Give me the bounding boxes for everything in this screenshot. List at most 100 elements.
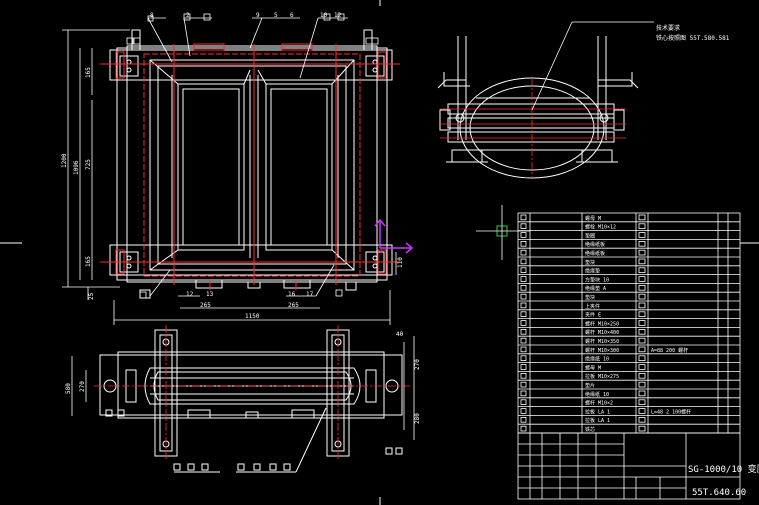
parts-list-item-name: 方垫块 10	[585, 276, 609, 283]
parts-list-item-name: 绝缘垫	[585, 268, 600, 275]
parts-list-row-marker	[520, 425, 527, 432]
parts-list-item-name: 螺母 M	[585, 364, 601, 371]
side-view-red	[440, 78, 626, 178]
parts-list-qty-box	[638, 302, 646, 309]
parts-list-qty-box	[638, 346, 646, 353]
dim-plan-right-upper: 270	[414, 359, 421, 370]
parts-list-row-marker	[520, 399, 527, 405]
parts-list-note: L=48 2 100螺杆	[651, 408, 691, 415]
dim-upper-span: 165	[85, 67, 92, 78]
title-block-name: SG-1000/10 变压器	[688, 463, 759, 475]
dim-bottom-span: 1150	[245, 313, 260, 320]
parts-list-item-name: 螺杆 M10×300	[585, 347, 619, 354]
callout-b-16: 16	[288, 291, 296, 298]
parts-list-row-marker	[520, 337, 527, 344]
parts-list-item-name: 垫圈	[585, 232, 595, 239]
dim-right-side: 110	[397, 257, 404, 268]
front-view-callout-text: 8 2 9 5 6 10 12 12 13 16 17	[150, 12, 342, 298]
parts-list-qty-box	[638, 320, 646, 326]
title-block	[517, 432, 741, 500]
callout-12: 12	[334, 12, 342, 19]
callout-9: 9	[256, 12, 260, 19]
parts-list-item-name: 绝缘纸 10	[585, 356, 609, 363]
parts-list-item-name: 垫块	[585, 259, 595, 266]
parts-list-qty-box	[638, 232, 646, 238]
parts-list-qty-box	[638, 355, 646, 361]
parts-list-item-name: 拉板 LA 1	[585, 417, 610, 424]
parts-list-item-name: 夹件 E	[585, 312, 601, 319]
parts-list-row-marker	[520, 364, 527, 370]
plan-view-dimension-text: 580 270 270 280 40	[65, 331, 421, 424]
dim-height-total: 1200	[61, 153, 68, 168]
dim-height-2: 725	[85, 159, 92, 170]
parts-list-item-name: 螺杆 M10×400	[585, 329, 619, 336]
callout-2: 2	[186, 12, 190, 19]
note-line-2: 铁心按照图 55T.580.581	[656, 34, 730, 42]
front-view	[109, 29, 393, 299]
parts-list-row-marker	[520, 214, 527, 221]
parts-list-item-name: 螺杆 M10×2	[585, 400, 613, 407]
dim-plan-right-lower: 280	[414, 413, 421, 424]
parts-list-qty-box	[638, 276, 646, 282]
parts-list-qty-box	[638, 425, 646, 432]
parts-list-qty-box	[638, 267, 646, 273]
front-view-centerlines	[100, 43, 400, 290]
parts-list-qty-box	[638, 328, 646, 335]
side-view-leader	[531, 21, 654, 111]
parts-list-qty-box	[638, 408, 646, 414]
parts-list-row-marker	[520, 267, 527, 273]
technical-notes: 技术要求 铁心按照图 55T.580.581	[656, 24, 730, 42]
parts-list-qty-box	[638, 337, 646, 344]
parts-list-row-marker	[520, 284, 527, 291]
parts-list-qty-box	[638, 214, 646, 221]
parts-list-row-marker	[520, 408, 527, 414]
parts-list-item-name: 垫片	[585, 382, 595, 389]
parts-list-item-name: 螺杆 M10×250	[585, 320, 619, 327]
parts-list-qty-box	[638, 399, 646, 405]
parts-list-qty-box	[638, 381, 646, 388]
callout-8: 8	[150, 12, 154, 19]
parts-list-qty-box	[638, 284, 646, 291]
front-view-dimensions	[62, 29, 397, 325]
parts-list-row-marker	[520, 223, 527, 230]
callout-b-17: 17	[306, 291, 314, 298]
parts-list-item-name: 螺杆 M10×350	[585, 338, 619, 345]
plan-view	[99, 329, 403, 473]
parts-list-row-marker	[520, 276, 527, 282]
parts-list-item-name: 绝缘纸板	[585, 241, 605, 248]
parts-list-row-marker	[520, 390, 527, 397]
parts-list-qty-box	[638, 372, 646, 379]
dim-plan-left: 580	[65, 383, 72, 394]
parts-list-row-marker	[520, 372, 527, 379]
parts-list-row-marker	[520, 302, 527, 309]
dim-left-bottom: 25	[88, 292, 95, 300]
ucs-icon	[374, 218, 414, 254]
parts-list-note: A=88 200 螺杆	[651, 347, 688, 354]
parts-list-qty-box	[638, 240, 646, 247]
parts-list-item-name: 绝缘纸板	[585, 250, 605, 257]
parts-list-qty-box	[638, 311, 646, 317]
callout-6: 6	[290, 12, 294, 19]
parts-list-item-name: 铁芯	[585, 426, 595, 433]
callout-b-13: 13	[206, 291, 214, 298]
parts-list-qty-box	[638, 390, 646, 397]
plan-view-centerlines	[94, 325, 410, 460]
parts-list-qty-box	[638, 416, 646, 423]
parts-list-row-marker	[520, 258, 527, 265]
parts-list-item-name: 拉板 LA 1	[585, 408, 610, 415]
callout-10: 10	[320, 12, 328, 19]
parts-list-item-name: 绝缘纸 10	[585, 391, 609, 398]
parts-list-item-name: 上夹件	[585, 303, 600, 310]
parts-list-item-name: 螺栓 M10×12	[585, 224, 616, 231]
parts-list-item-name: 拉板 M10×275	[585, 373, 619, 380]
plan-view-dimensions	[71, 336, 415, 440]
parts-list-qty-box	[638, 223, 646, 230]
note-line-1: 技术要求	[656, 24, 680, 32]
dim-height-1: 1096	[73, 160, 80, 175]
parts-list-row-marker	[520, 240, 527, 247]
parts-list-row-marker	[520, 381, 527, 388]
parts-list-item-name: 螺母 M	[585, 215, 601, 222]
parts-list-row-marker	[520, 416, 527, 423]
parts-list-row-marker	[520, 311, 527, 317]
